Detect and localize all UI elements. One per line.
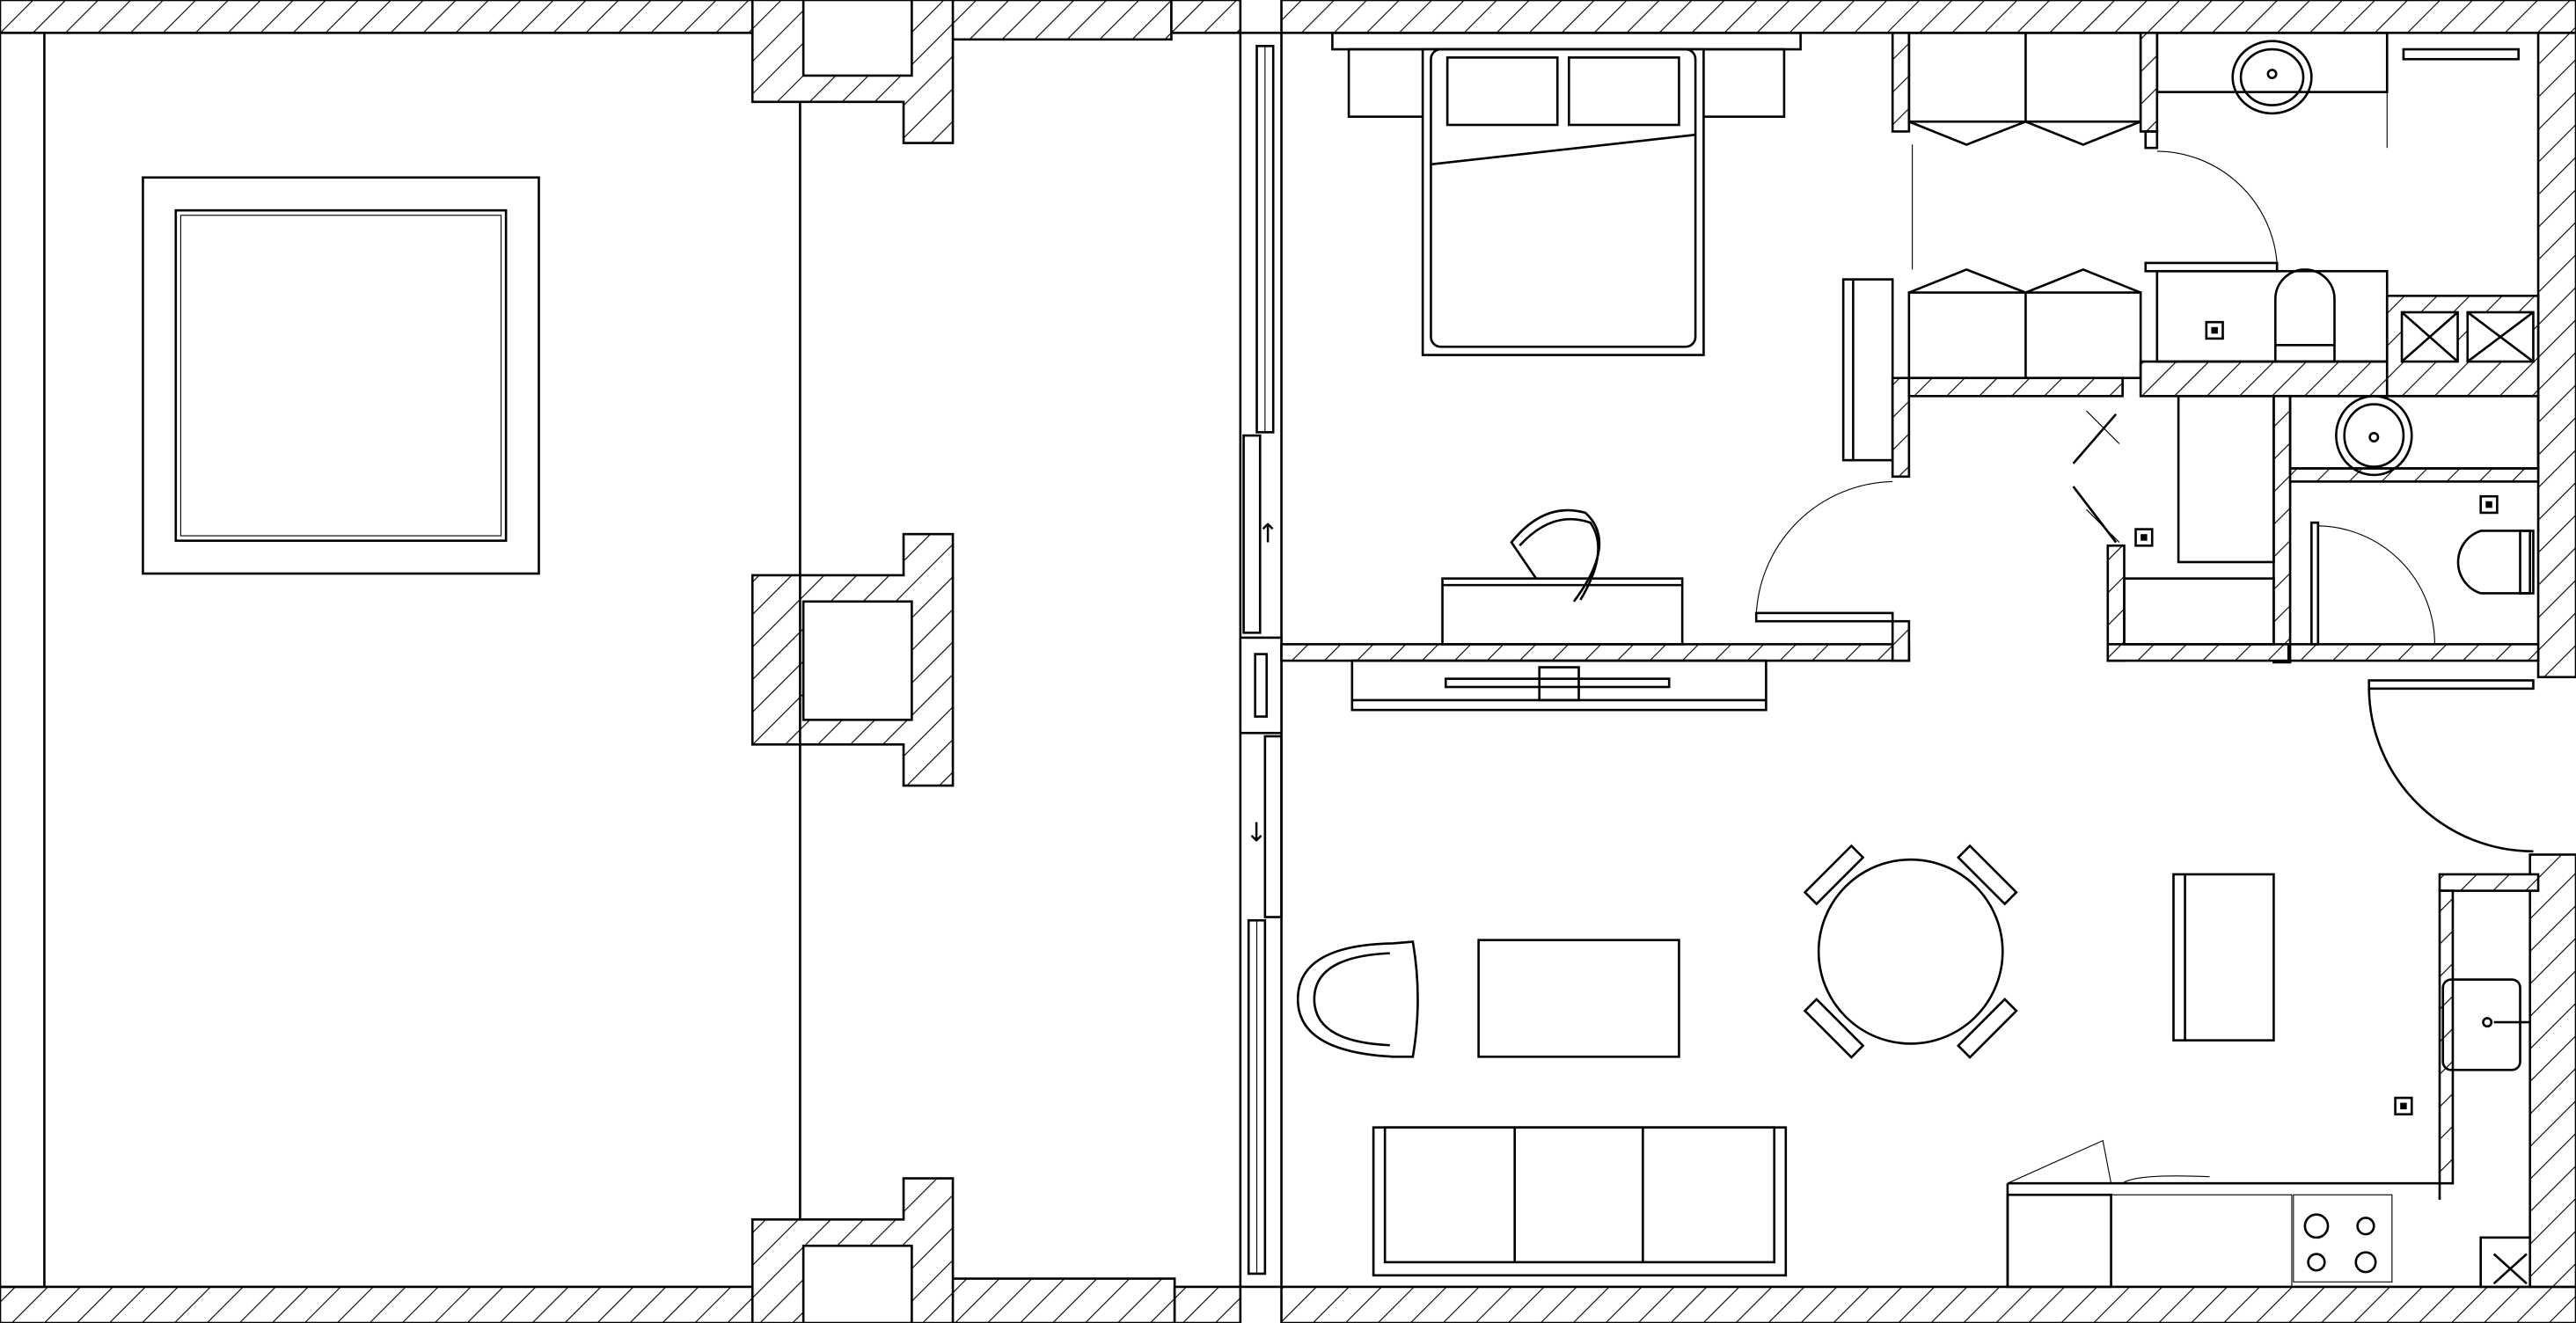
dining-table xyxy=(1803,844,2018,1059)
window-slide-down-arrow: ↓ xyxy=(1245,818,1267,849)
bed xyxy=(1331,32,1802,356)
bedroom-door xyxy=(1754,130,2279,623)
sofa xyxy=(1372,1126,1788,1277)
sideboard xyxy=(2172,873,2275,1042)
tv-unit xyxy=(1350,659,1767,712)
window-wall: ↑ ↓ xyxy=(1239,32,1283,1289)
planter xyxy=(142,176,540,575)
armchair xyxy=(1296,940,1419,1058)
entrance-door xyxy=(2367,679,2535,853)
pilasters xyxy=(750,0,955,1323)
bathroom-fixtures xyxy=(2123,32,2540,646)
interior-walls xyxy=(1280,32,2540,1185)
window-slide-up-arrow: ↑ xyxy=(1257,519,1279,550)
coffee-table xyxy=(1477,939,1680,1058)
desk xyxy=(1441,508,1684,646)
kitchen xyxy=(2006,978,2530,1289)
wardrobe xyxy=(1841,32,2142,462)
